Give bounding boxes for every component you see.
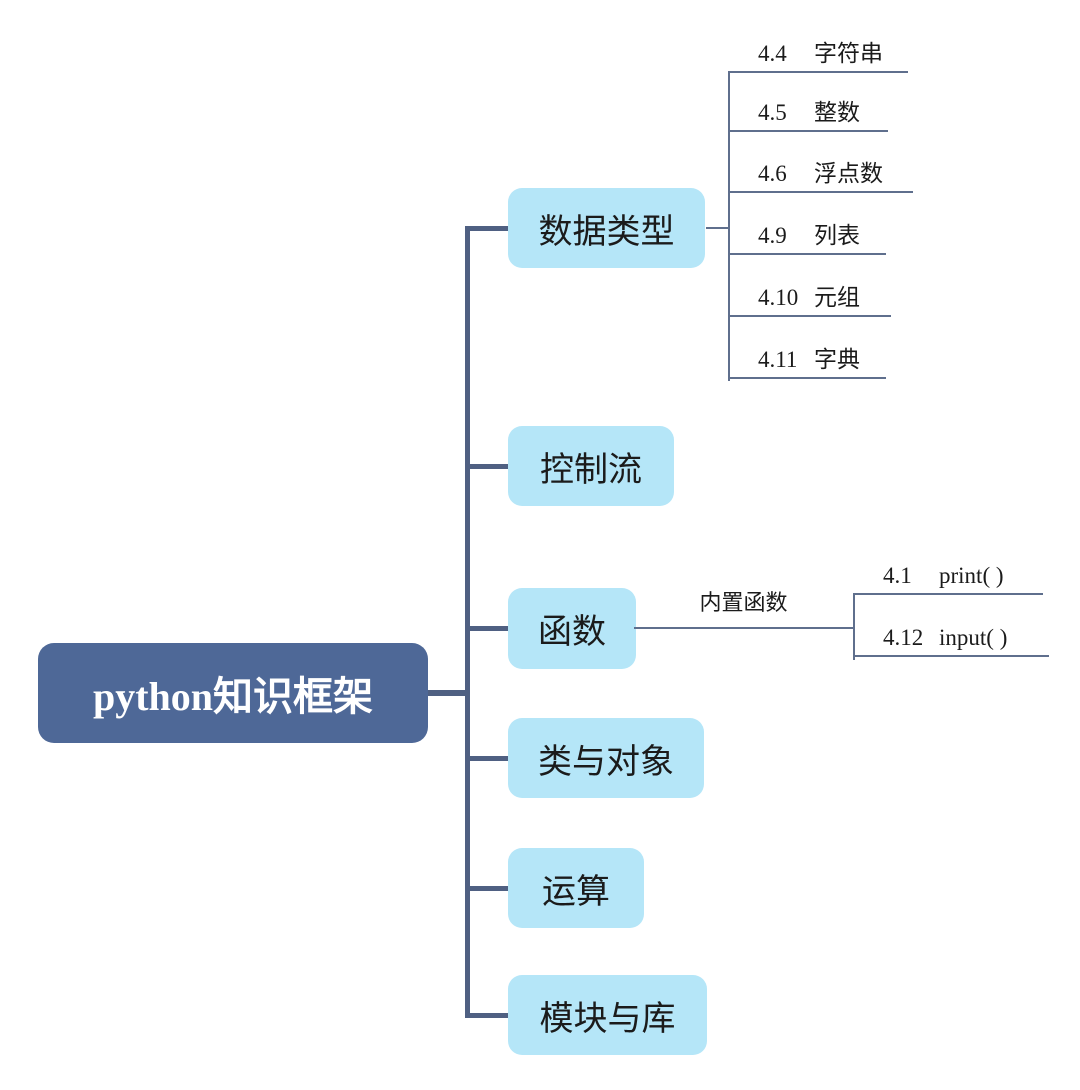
functions-children-connector (634, 627, 854, 629)
data-types-children-connector (706, 227, 729, 229)
subtopic-label: 列表 (814, 223, 860, 248)
subtopic-tuple[interactable]: 4.10 元组 (728, 281, 891, 317)
subtopic-number: 4.6 (758, 161, 787, 186)
topic-label: 函数 (538, 614, 606, 651)
subtopic-number: 4.12 (883, 625, 924, 650)
topic-label: 数据类型 (538, 213, 675, 251)
topic-label: 控制流 (540, 451, 642, 489)
subtopic-label: 整数 (814, 100, 860, 125)
subtopic-dict[interactable]: 4.11 字典 (728, 343, 886, 379)
subtopic-print[interactable]: 4.1 print( ) (853, 559, 1043, 595)
branch-connector-functions (465, 626, 508, 631)
subtopic-number: 4.9 (758, 223, 787, 248)
topic-label: 运算 (542, 873, 610, 911)
topic-label: 模块与库 (539, 1000, 676, 1038)
subtopic-float[interactable]: 4.6 浮点数 (728, 157, 913, 193)
branch-connector-modules (465, 1013, 508, 1018)
topic-data-types[interactable]: 数据类型 (508, 188, 705, 268)
subtopic-label: print( ) (939, 563, 1004, 588)
data-types-children-bracket (728, 73, 730, 381)
subtopic-number: 4.11 (758, 347, 798, 372)
topic-operations[interactable]: 运算 (508, 848, 644, 928)
topic-label: 类与对象 (538, 743, 674, 781)
root-topic-label: python知识框架 (92, 674, 374, 719)
subtopic-number: 4.5 (758, 100, 787, 125)
topic-functions[interactable]: 函数 (508, 588, 636, 669)
branch-connector-control-flow (465, 464, 508, 469)
trunk-line (465, 226, 470, 1018)
subtopic-label: 元组 (814, 285, 860, 310)
builtin-functions-label[interactable]: 内置函数 (699, 590, 788, 615)
subtopic-input[interactable]: 4.12 input( ) (853, 621, 1049, 657)
functions-children-bracket (853, 595, 855, 660)
branch-connector-data-types (465, 226, 508, 231)
subtopic-number: 4.10 (758, 285, 799, 310)
subtopic-integer[interactable]: 4.5 整数 (728, 96, 888, 132)
topic-classes-objects[interactable]: 类与对象 (508, 718, 704, 798)
branch-connector-operations (465, 886, 508, 891)
subtopic-label: input( ) (939, 625, 1008, 650)
root-connector-line (428, 690, 470, 696)
subtopic-label: 浮点数 (814, 161, 883, 186)
subtopic-label: 字典 (814, 347, 860, 372)
subtopic-list[interactable]: 4.9 列表 (728, 219, 886, 255)
topic-control-flow[interactable]: 控制流 (508, 426, 674, 506)
root-topic[interactable]: python知识框架 (38, 643, 428, 743)
branch-connector-classes (465, 756, 508, 761)
subtopic-number: 4.1 (883, 563, 912, 588)
topic-modules-libraries[interactable]: 模块与库 (508, 975, 707, 1055)
subtopic-label: 字符串 (814, 41, 883, 66)
subtopic-string[interactable]: 4.4 字符串 (728, 37, 908, 73)
subtopic-number: 4.4 (758, 41, 787, 66)
